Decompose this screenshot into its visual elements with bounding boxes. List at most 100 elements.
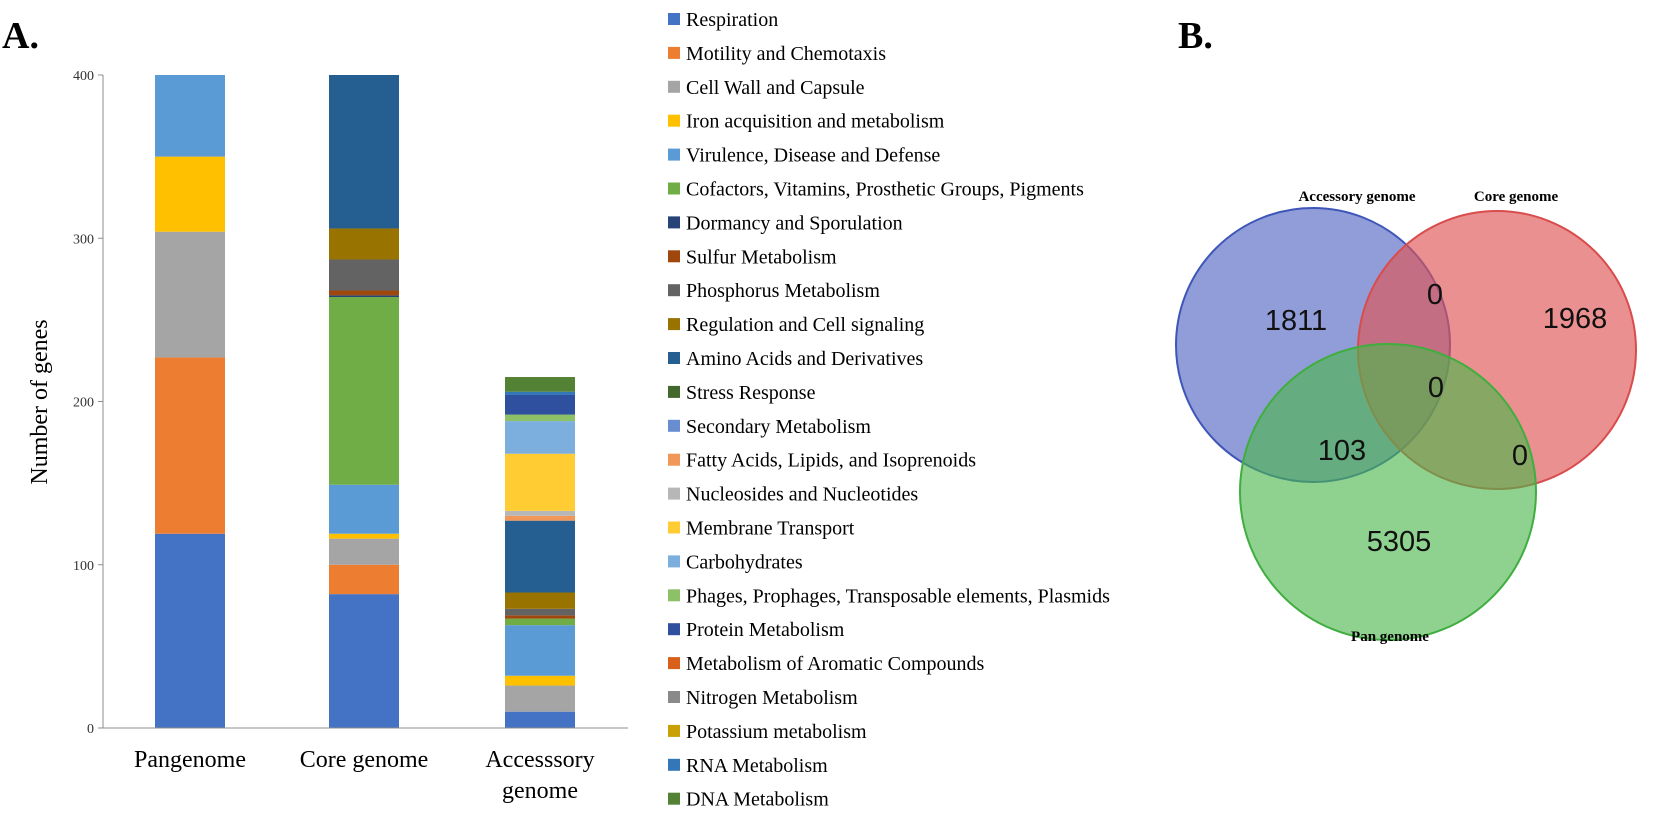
venn-region-count: 1811 [1265,305,1327,337]
legend-label: Iron acquisition and metabolism [686,111,945,133]
legend-label: Cofactors, Vitamins, Prosthetic Groups, … [686,179,1084,201]
bar-segment [329,228,399,260]
legend-item: Dormancy and Sporulation [668,212,903,234]
legend-item: Carbohydrates [668,551,803,573]
legend-label: Regulation and Cell signaling [686,314,924,336]
bar-segment [505,394,575,415]
bar-segment [155,231,225,358]
legend-item: Cofactors, Vitamins, Prosthetic Groups, … [668,179,1084,201]
venn-region-count: 103 [1318,435,1366,467]
legend-label: Potassium metabolism [686,721,867,743]
legend-label: Stress Response [686,382,816,404]
legend-swatch [668,148,680,161]
venn-set-title: Accessory genome [1298,189,1415,205]
bar-segment [329,295,399,298]
legend-item: Respiration [668,9,778,31]
legend-label: Motility and Chemotaxis [686,43,886,65]
legend-swatch [668,487,680,500]
legend-label: Virulence, Disease and Defense [686,145,940,167]
legend-item: Protein Metabolism [668,619,845,641]
legend-label: Amino Acids and Derivatives [686,348,923,370]
panel-a-label: A. [2,15,39,57]
legend-swatch [668,46,680,59]
legend-swatch [668,13,680,25]
bar-segment [329,75,399,229]
bar-segment [505,615,575,619]
y-axis-title: Number of genes [27,319,53,484]
legend-label: Metabolism of Aromatic Compounds [686,653,985,675]
venn-set-title: Pan genome [1351,629,1429,645]
legend-label: Phages, Prophages, Transposable elements… [686,585,1110,607]
legend-item: Potassium metabolism [668,721,867,743]
bar-segment [505,515,575,521]
x-tick-label: Accesssory [485,747,594,773]
legend-label: Secondary Metabolism [686,416,871,438]
legend-item: Phages, Prophages, Transposable elements… [668,585,1110,607]
legend-item: Sulfur Metabolism [668,246,837,268]
legend-item: Nucleosides and Nucleotides [668,484,918,506]
bar-segment [329,594,399,728]
legend-swatch [668,318,680,331]
legend-label: Fatty Acids, Lipids, and Isoprenoids [686,450,976,472]
bar-stacks [155,75,575,728]
legend-swatch [668,250,680,263]
legend-swatch [668,216,680,229]
legend-label: Nucleosides and Nucleotides [686,484,918,506]
bar-segment [505,618,575,626]
legend-item: RNA Metabolism [668,755,828,777]
y-tick-label: 300 [73,232,94,247]
panel-b-label: B. [1178,15,1213,57]
bar-segment [505,421,575,454]
bar-segment [329,297,399,485]
legend-swatch [668,352,680,364]
legend-swatch [668,792,680,805]
bar-segment [329,259,399,291]
bar-segment [505,711,575,728]
bar-segment [505,685,575,712]
legend-swatch [668,80,680,93]
venn-region-count: 5305 [1367,526,1432,558]
x-tick-label: Pangenome [134,747,246,773]
bar-stack-pangenome [155,75,225,728]
bar-stack-accesssory-genome [505,377,575,728]
bar-segment [329,290,399,296]
venn-circle-pan-genome [1239,343,1537,641]
legend-item: Virulence, Disease and Defense [668,145,940,167]
bar-segment [505,391,575,395]
legend-label: DNA Metabolism [686,789,829,811]
legend-swatch [668,691,680,703]
legend-item: Nitrogen Metabolism [668,687,858,709]
legend-label: Dormancy and Sporulation [686,212,903,234]
y-tick-label: 400 [73,69,94,84]
venn-set-title: Core genome [1474,189,1559,205]
bar-segment [329,538,399,565]
legend-item: Membrane Transport [668,518,855,540]
legend-item: Motility and Chemotaxis [668,43,886,65]
legend-item: DNA Metabolism [668,789,829,811]
x-tick-label: Core genome [300,747,429,773]
legend-label: Sulfur Metabolism [686,246,837,268]
legend-label: RNA Metabolism [686,755,828,777]
legend-swatch [668,589,680,602]
legend-label: Protein Metabolism [686,619,845,641]
bar-segment [329,533,399,539]
legend-swatch [668,623,680,636]
legend-swatch [668,419,680,432]
legend-item: Metabolism of Aromatic Compounds [668,653,985,675]
legend-swatch [668,182,680,195]
legend-label: Respiration [686,9,778,31]
bar-stack-core-genome [329,75,399,728]
legend-item: Stress Response [668,382,816,404]
bar-segment [329,484,399,534]
legend-swatch [668,453,680,466]
legend-item: Iron acquisition and metabolism [668,111,945,133]
legend-item: Cell Wall and Capsule [668,77,865,99]
bar-segment [155,357,225,534]
legend-label: Cell Wall and Capsule [686,77,865,99]
venn-region-count: 0 [1428,372,1444,404]
bar-segment [505,377,575,392]
bar-segment [505,520,575,593]
